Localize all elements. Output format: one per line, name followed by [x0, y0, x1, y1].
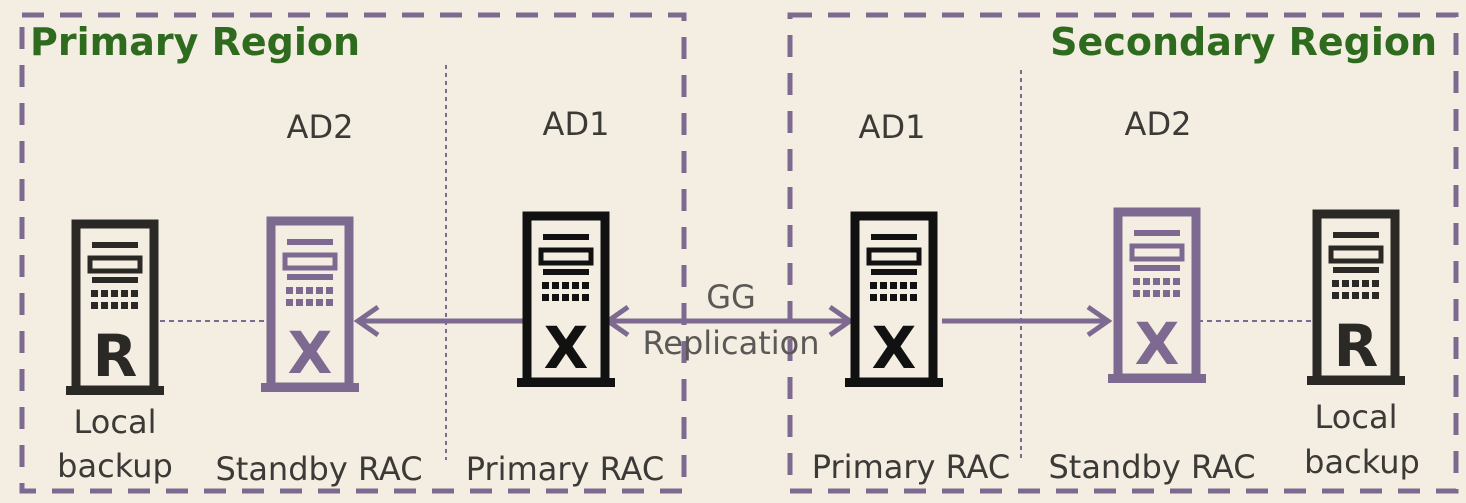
secondary-primary-caption: Primary RAC [812, 448, 1010, 486]
secondary-region-title: Secondary Region [1050, 20, 1437, 64]
primary-primary-server-letter: X [544, 314, 589, 382]
primary-standby-caption: Standby RAC [215, 450, 422, 488]
primary-backup-caption-line1: Local [74, 403, 157, 441]
primary-backup-caption-line2: backup [57, 447, 173, 485]
primary-primary-caption: Primary RAC [466, 450, 664, 488]
primary-primary-server: X [517, 211, 615, 387]
primary-standby-server-letter: X [288, 319, 333, 387]
secondary-primary-server: X [845, 211, 943, 387]
primary-region-title: Primary Region [30, 20, 360, 64]
primary-to-standby-arrow [353, 304, 524, 338]
primary-ad1-label: AD1 [543, 105, 610, 143]
secondary-standby-server-letter: X [1135, 310, 1180, 378]
secondary-backup-server-letter: R [1334, 312, 1379, 380]
primary-ad2-label: AD2 [287, 108, 354, 146]
replication-label-gg: GG [706, 278, 756, 316]
secondary-primary-to-standby-arrow [942, 304, 1113, 338]
secondary-backup-server: R [1307, 209, 1405, 385]
primary-backup-server-letter: R [93, 322, 138, 390]
primary-backup-server: R [66, 219, 164, 395]
secondary-ad2-label: AD2 [1125, 105, 1192, 143]
secondary-standby-caption: Standby RAC [1048, 448, 1255, 486]
secondary-standby-server: X [1108, 207, 1206, 383]
secondary-backup-caption-line1: Local [1315, 398, 1398, 436]
secondary-primary-server-letter: X [872, 314, 917, 382]
secondary-backup-caption-line2: backup [1304, 443, 1420, 481]
primary-standby-server: X [261, 216, 359, 392]
secondary-ad1-label: AD1 [859, 108, 926, 146]
replication-label-text: Replication [642, 324, 819, 362]
